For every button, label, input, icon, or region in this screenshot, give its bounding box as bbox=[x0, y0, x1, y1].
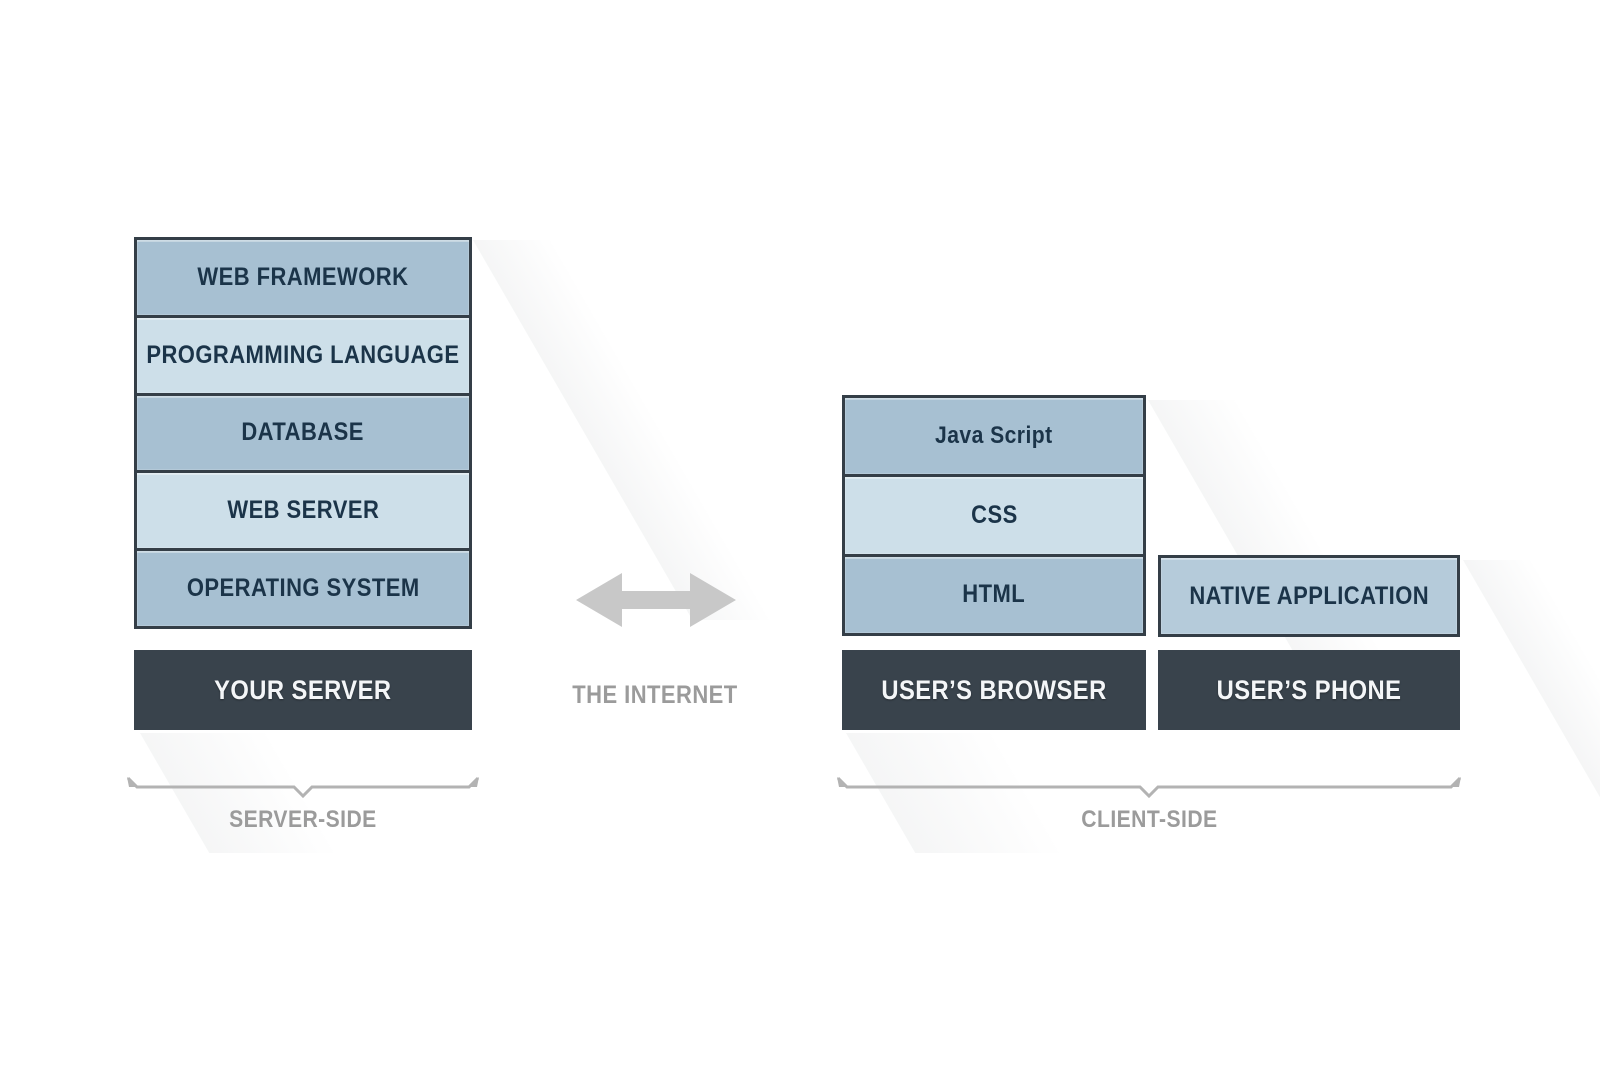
internet-label: THE INTERNET bbox=[572, 681, 738, 709]
users-browser-box: USER’S BROWSER bbox=[842, 650, 1146, 730]
stack-row-label: CSS bbox=[970, 500, 1018, 529]
shadow-streak bbox=[473, 240, 773, 620]
users-phone-box: USER’S PHONE bbox=[1158, 650, 1460, 730]
users-browser-label: USER’S BROWSER bbox=[881, 674, 1107, 705]
stack-row-label: HTML bbox=[962, 580, 1026, 609]
server-stack: WEB FRAMEWORK PROGRAMMING LANGUAGE DATAB… bbox=[134, 237, 472, 629]
native-application-box: NATIVE APPLICATION bbox=[1158, 555, 1460, 637]
client-side-bracket bbox=[836, 776, 1462, 799]
your-server-box: YOUR SERVER bbox=[134, 650, 472, 730]
client-side-label: CLIENT-SIDE bbox=[1080, 806, 1218, 833]
stack-row-web-framework: WEB FRAMEWORK bbox=[137, 240, 469, 318]
shadow-streak bbox=[1463, 560, 1600, 820]
stack-row-label: Java Script bbox=[935, 422, 1053, 450]
stack-row-programming-language: PROGRAMMING LANGUAGE bbox=[137, 317, 469, 396]
users-phone-label: USER’S PHONE bbox=[1216, 674, 1402, 705]
stack-row-javascript: Java Script bbox=[845, 398, 1143, 478]
native-application-label: NATIVE APPLICATION bbox=[1189, 581, 1429, 610]
server-side-bracket bbox=[126, 776, 480, 799]
internet-arrow-icon bbox=[576, 573, 736, 627]
stack-row-label: WEB SERVER bbox=[227, 496, 379, 525]
browser-stack: Java Script CSS HTML bbox=[842, 395, 1146, 636]
stack-row-label: WEB FRAMEWORK bbox=[197, 262, 409, 291]
stack-row-label: PROGRAMMING LANGUAGE bbox=[146, 340, 460, 369]
stack-row-css: CSS bbox=[845, 477, 1143, 557]
stack-row-web-server: WEB SERVER bbox=[137, 473, 469, 552]
server-side-label: SERVER-SIDE bbox=[229, 806, 377, 833]
stack-row-label: DATABASE bbox=[241, 418, 365, 447]
stack-row-operating-system: OPERATING SYSTEM bbox=[137, 551, 469, 626]
your-server-label: YOUR SERVER bbox=[214, 674, 392, 705]
stack-row-label: OPERATING SYSTEM bbox=[186, 574, 420, 603]
stack-row-html: HTML bbox=[845, 556, 1143, 633]
stack-row-database: DATABASE bbox=[137, 395, 469, 474]
